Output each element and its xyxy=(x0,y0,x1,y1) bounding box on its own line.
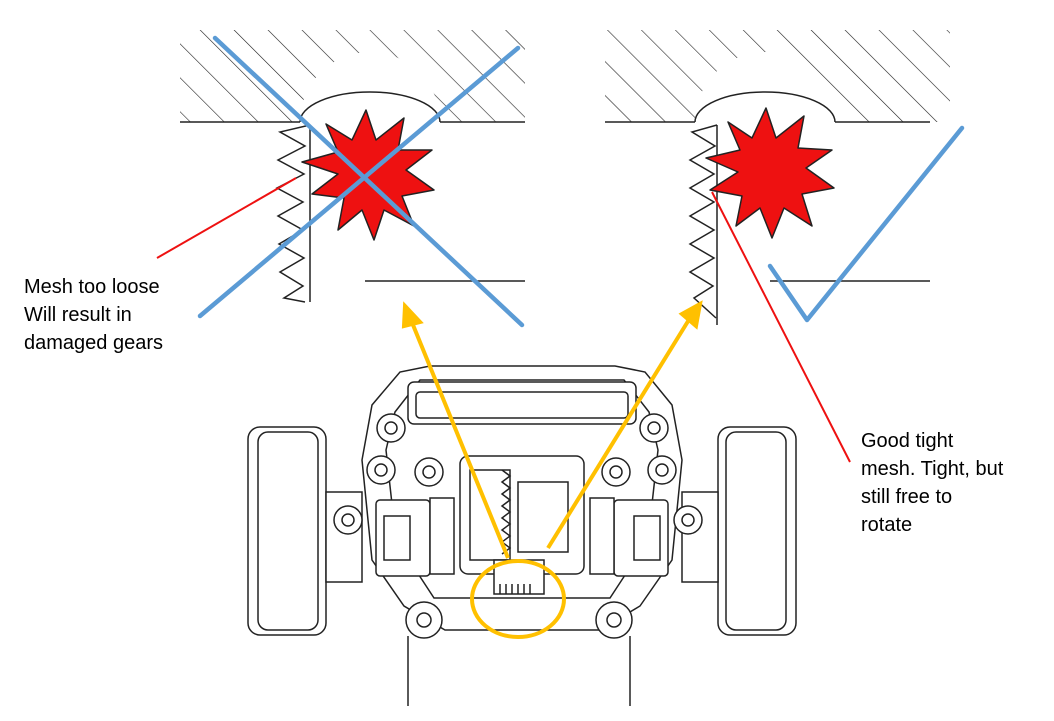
screw-icon xyxy=(681,513,695,527)
highlight-arrows xyxy=(401,300,703,559)
right-suspension-inner xyxy=(633,515,661,561)
loose-mesh-line: Will result in xyxy=(24,304,132,326)
loose-mesh-pointer xyxy=(156,177,297,259)
screw-icon xyxy=(647,421,661,435)
screw-icon xyxy=(374,463,388,477)
spur-gear-teeth xyxy=(275,124,311,303)
left-hub xyxy=(325,491,363,583)
chassis-drawing xyxy=(247,365,797,706)
arrowhead-icon xyxy=(401,301,424,329)
right-wheel-rim xyxy=(725,431,787,631)
pinion-teeth xyxy=(499,584,531,594)
screw-icon xyxy=(384,421,398,435)
loose-mesh-line: Mesh too loose xyxy=(24,276,160,298)
screw-icon xyxy=(655,463,669,477)
left-suspension-inner xyxy=(383,515,411,561)
spur-gear-teeth xyxy=(688,124,718,319)
screw-icon xyxy=(341,513,355,527)
good-mesh-detail xyxy=(605,30,965,463)
screw-icon xyxy=(416,612,432,628)
arrow-to-good-detail xyxy=(546,316,692,550)
spur-gear-side-teeth xyxy=(500,469,512,555)
housing-arc xyxy=(694,91,836,123)
screw-icon xyxy=(606,612,622,628)
left-wheel-rim xyxy=(257,431,319,631)
left-spring xyxy=(429,497,455,575)
good-mesh-line: Good tight xyxy=(861,430,954,452)
x-mark-icon xyxy=(197,45,521,319)
pinion-highlight-circle xyxy=(470,559,566,639)
top-bridge-inner xyxy=(415,391,629,419)
housing-cutout xyxy=(695,52,835,122)
loose-mesh-detail xyxy=(156,30,525,328)
pinion-gear-icon xyxy=(705,107,835,239)
right-spring xyxy=(589,497,615,575)
housing-cutout xyxy=(300,52,440,122)
screw-icon xyxy=(422,465,436,479)
arrow-to-loose-detail xyxy=(409,319,510,559)
good-mesh-pointer xyxy=(711,191,851,463)
good-mesh-line: rotate xyxy=(861,514,913,536)
good-mesh-line: mesh. Tight, but xyxy=(861,458,1004,480)
screw-icon xyxy=(609,465,623,479)
gear-cover xyxy=(517,481,569,553)
check-mark-icon xyxy=(767,125,965,323)
housing-arc xyxy=(299,91,441,123)
good-mesh-label: Good tight mesh. Tight, but still free t… xyxy=(861,427,1003,539)
good-mesh-line: still free to xyxy=(861,486,953,508)
arrowhead-icon xyxy=(678,300,703,330)
loose-mesh-label: Mesh too loose Will result in damaged ge… xyxy=(24,273,163,357)
x-mark-icon xyxy=(212,35,525,328)
loose-mesh-line: damaged gears xyxy=(24,332,163,354)
